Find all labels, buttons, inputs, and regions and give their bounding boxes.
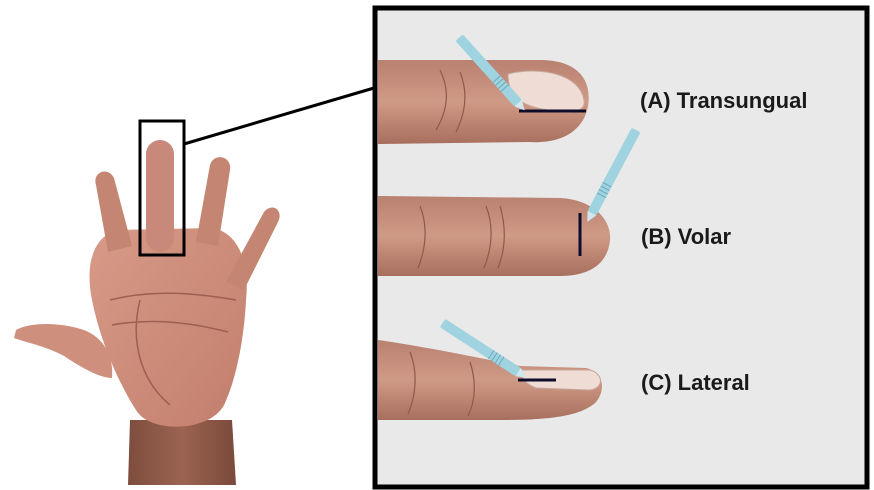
palm [90,228,247,427]
finger-b-body [378,196,610,276]
wrist [128,420,236,485]
callout-line [184,88,374,144]
index-finger [95,172,132,252]
hand-illustration [14,140,280,485]
middle-finger [146,140,174,252]
label-lateral: (C) Lateral [641,370,750,396]
label-transungual: (A) Transungual [640,88,807,114]
thumb [14,324,112,378]
zoom-panel [375,8,867,487]
label-volar: (B) Volar [641,224,731,250]
ring-finger [196,157,230,246]
